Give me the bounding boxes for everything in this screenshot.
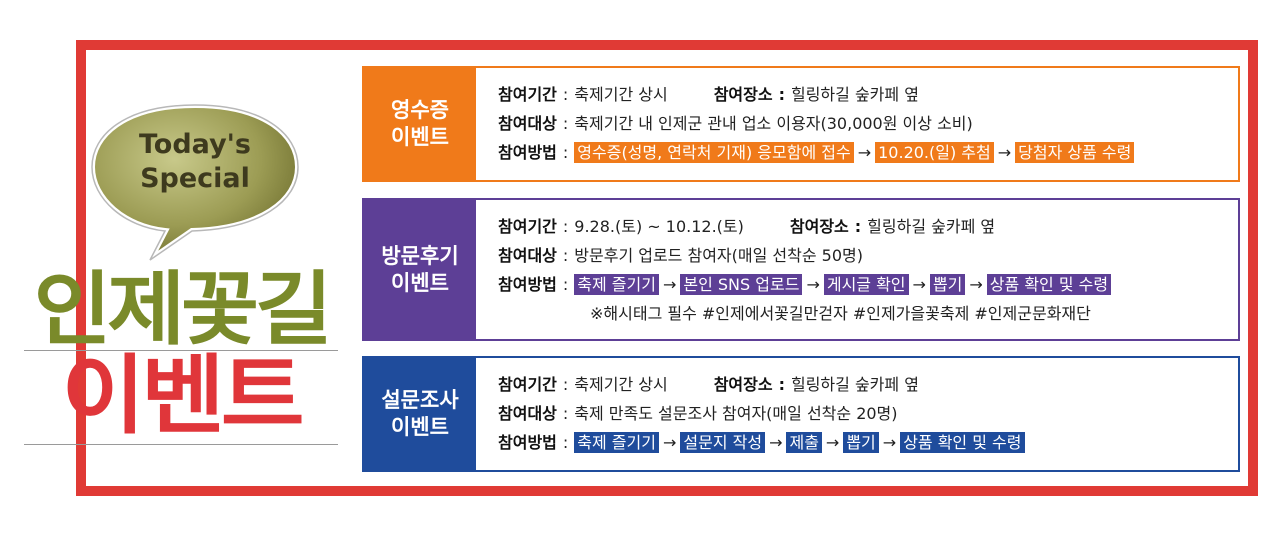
method-step: 10.20.(일) 추첨 <box>875 142 994 163</box>
event-label-line-1: 설문조사 <box>381 388 459 412</box>
method-step: 축제 즐기기 <box>574 274 659 295</box>
target-value: 축제 만족도 설문조사 참여자(매일 선착순 20명) <box>574 404 898 423</box>
method-step: 축제 즐기기 <box>574 432 659 453</box>
period-key: 참여기간 <box>498 217 557 236</box>
arrow-right-icon: → <box>769 433 783 452</box>
event-label: 방문후기 이벤트 <box>364 200 476 339</box>
target-row: 참여대상:축제기간 내 인제군 관내 업소 이용자(30,000원 이상 소비) <box>498 114 973 133</box>
place-value: 힐링하길 숲카페 옆 <box>790 375 919 394</box>
method-step: 상품 확인 및 수령 <box>986 274 1112 295</box>
target-row: 참여대상:축제 만족도 설문조사 참여자(매일 선착순 20명) <box>498 404 898 423</box>
target-value: 방문후기 업로드 참여자(매일 선착순 50명) <box>574 246 863 265</box>
event-panel-review: 방문후기 이벤트 참여기간:9.28.(토) ~ 10.12.(토)참여장소:힐… <box>362 198 1240 341</box>
target-key: 참여대상 <box>498 404 557 423</box>
place-value: 힐링하길 숲카페 옆 <box>867 217 996 236</box>
method-row: 참여방법:영수증(성명, 연락처 기재) 응모함에 접수→10.20.(일) 추… <box>498 138 1230 167</box>
place-key: 참여장소 <box>713 85 773 104</box>
method-row: 참여방법:축제 즐기기→설문지 작성→제출→뽑기→상품 확인 및 수령 <box>498 428 1230 457</box>
method-key: 참여방법 <box>498 433 557 452</box>
place-value: 힐링하길 숲카페 옆 <box>790 85 919 104</box>
divider <box>24 444 338 445</box>
method-step: 본인 SNS 업로드 <box>680 274 803 295</box>
method-step: 제출 <box>786 432 822 453</box>
arrow-right-icon: → <box>912 275 926 294</box>
arrow-right-icon: → <box>662 433 677 452</box>
place-key: 참여장소 <box>789 217 849 236</box>
event-label-line-2: 이벤트 <box>391 270 449 295</box>
bubble-line-1: Today's <box>138 129 252 160</box>
target-row: 참여대상:방문후기 업로드 참여자(매일 선착순 50명) <box>498 246 863 265</box>
method-step: 뽑기 <box>843 432 879 453</box>
arrow-right-icon: → <box>825 433 840 452</box>
red-frame <box>76 40 1258 496</box>
bubble-line-2: Special <box>140 163 250 194</box>
bubble-text: Today's Special <box>110 128 280 196</box>
period-value: 축제기간 상시 <box>574 375 668 394</box>
target-key: 참여대상 <box>498 114 557 133</box>
method-step: 상품 확인 및 수령 <box>900 432 1025 453</box>
divider <box>24 350 338 351</box>
method-step: 뽑기 <box>929 274 966 295</box>
arrow-right-icon: → <box>857 143 872 162</box>
event-label: 설문조사 이벤트 <box>364 358 476 470</box>
period-value: 9.28.(토) ~ 10.12.(토) <box>574 217 744 236</box>
arrow-right-icon: → <box>882 433 897 452</box>
method-step: 게시글 확인 <box>823 274 909 295</box>
method-key: 참여방법 <box>498 143 557 162</box>
period-key: 참여기간 <box>498 85 557 104</box>
arrow-right-icon: → <box>806 275 820 294</box>
page-title-line-1: 인제꽃길 <box>33 263 332 356</box>
event-label-line-1: 영수증 <box>391 98 449 122</box>
page-title-line-2: 이벤트 <box>61 346 305 446</box>
method-key: 참여방법 <box>498 275 557 294</box>
hashtag-note: ※해시태그 필수 #인제에서꽃길만걷자 #인제가을꽃축제 #인제군문화재단 <box>590 304 1091 323</box>
period-row: 참여기간:9.28.(토) ~ 10.12.(토)참여장소:힐링하길 숲카페 옆 <box>498 217 996 236</box>
event-label-line-1: 방문후기 <box>381 243 459 268</box>
method-step: 설문지 작성 <box>680 432 766 453</box>
method-step: 영수증(성명, 연락처 기재) 응모함에 접수 <box>574 142 854 163</box>
period-value: 축제기간 상시 <box>574 85 668 104</box>
event-label: 영수증 이벤트 <box>364 68 476 180</box>
place-key: 참여장소 <box>713 375 773 394</box>
arrow-right-icon: → <box>969 275 983 294</box>
event-details: 참여기간:9.28.(토) ~ 10.12.(토)참여장소:힐링하길 숲카페 옆… <box>498 212 1230 328</box>
speech-bubble-icon <box>88 101 302 263</box>
target-value: 축제기간 내 인제군 관내 업소 이용자(30,000원 이상 소비) <box>574 114 973 133</box>
period-key: 참여기간 <box>498 375 557 394</box>
target-key: 참여대상 <box>498 246 557 265</box>
method-step: 당첨자 상품 수령 <box>1015 142 1135 163</box>
arrow-right-icon: → <box>997 143 1012 162</box>
method-row: 참여방법:축제 즐기기→본인 SNS 업로드→게시글 확인→뽑기→상품 확인 및… <box>498 270 1230 299</box>
event-label-line-2: 이벤트 <box>391 415 449 439</box>
event-label-line-2: 이벤트 <box>391 125 449 149</box>
arrow-right-icon: → <box>662 275 677 294</box>
